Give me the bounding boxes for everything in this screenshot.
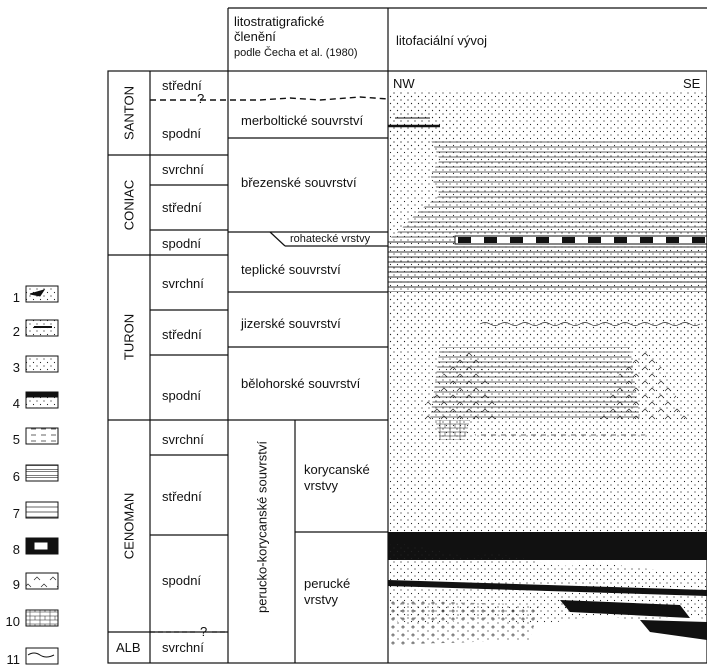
formation-perucko-korycany: perucko-korycanské souvrství [254,441,270,613]
substage-cenoman-middle: střední [162,489,202,504]
substage-coniac-middle: střední [162,200,202,215]
legend-number-5: 5 [12,432,20,447]
legend-swatch-9 [25,572,59,590]
legend-number-7: 7 [12,506,20,521]
substage-turon-middle: střední [162,327,202,342]
facies-peruc-coal-lower [560,600,690,618]
legend-swatch-1 [25,285,59,303]
legend-number-8: 8 [12,542,20,557]
legend-swatch-8 [25,537,59,555]
facies-jizera-waves [480,318,700,330]
legend-number-11: 11 [6,652,21,667]
rohatce-block [562,237,575,243]
formation-peruc-line2: vrstvy [304,592,338,607]
substage-turon-upper: svrchní [162,276,204,291]
header-lithostrat-line1: litostratigrafické [234,14,325,29]
facies-peruc-coal-top [388,532,707,560]
rohatce-block [510,237,523,243]
facies-chevron-right [600,348,690,420]
legend-swatch-2 [25,319,59,337]
facies-panel [388,90,707,663]
stage-alb: ALB [116,640,141,655]
facies-korycany-dashes [470,430,650,440]
legend-number-6: 6 [12,469,20,484]
facies-peruc-coal-mid [388,580,707,596]
facies-chevron-left [420,350,500,420]
legend-swatch-5 [25,427,59,445]
label-se: SE [683,76,701,91]
substage-cenoman-lower: spodní [162,573,202,588]
substage-coniac-upper: svrchní [162,162,204,177]
rohatce-block [692,237,705,243]
formation-bila-hora: bělohorské souvrství [241,376,361,391]
substage-santon-middle: střední [162,78,202,93]
santon-uncertain-boundary [150,96,389,101]
rohatce-block [536,237,549,243]
header-lithostrat-line2: členění [234,29,276,44]
legend-number-4: 4 [12,396,20,411]
rohatce-block [614,237,627,243]
formation-peruc-line1: perucké [304,576,351,591]
formation-korycany-line2: vrstvy [304,478,338,493]
facies-santon-nw [388,91,466,150]
header-facies-title: litofaciální vývoj [396,33,488,48]
substage-alb-upper: svrchní [162,640,204,655]
legend-number-9: 9 [12,577,20,592]
rohatce-block [484,237,497,243]
label-nw: NW [393,76,415,91]
stage-coniac: CONIAC [121,179,137,231]
facies-peruc-conglomerate [388,600,540,645]
substage-coniac-lower: spodní [162,236,202,251]
facies-peruc-coal-se [640,620,707,640]
legend-swatch-10 [25,609,59,627]
header-lithostrat-line3: podle Čecha et al. (1980) [234,47,358,59]
facies-limestone-lens [435,420,470,440]
facies-teplice [388,240,707,292]
substage-santon-lower: spodní [162,126,202,141]
uncertain-mark-santon: ? [197,91,205,106]
formation-jizera: jizerské souvrství [241,316,341,331]
legend-number-3: 3 [12,360,20,375]
formation-brezno: březenské souvrství [241,175,357,190]
substage-cenoman-upper: svrchní [162,432,204,447]
legend-swatches [25,285,59,665]
substage-turon-lower: spodní [162,388,202,403]
rohatce-block [666,237,679,243]
formation-merboltice: merboltické souvrství [241,113,364,128]
formation-rohatce: rohatecké vrstvy [290,233,371,245]
stage-santon: SANTON [121,86,137,140]
rohatce-block [640,237,653,243]
stage-cenoman: CENOMAN [121,492,137,560]
table-grid [107,7,707,664]
rohatce-block [458,237,471,243]
legend-number-1: 1 [12,290,20,305]
facies-rohatce-band [454,235,707,245]
legend-swatch-3 [25,355,59,373]
legend-number-10: 10 [5,614,20,629]
legend-swatch-11 [25,647,59,665]
legend-swatch-6 [25,464,59,482]
legend-swatch-7 [25,501,59,519]
rohatce-block [588,237,601,243]
uncertain-mark-alb: ? [200,624,208,639]
stage-turon: TURON [121,313,137,361]
legend-swatch-4 [25,391,59,409]
formation-korycany-line1: korycanské [304,462,370,477]
formation-teplice: teplické souvrství [241,262,341,277]
legend-number-2: 2 [12,324,20,339]
